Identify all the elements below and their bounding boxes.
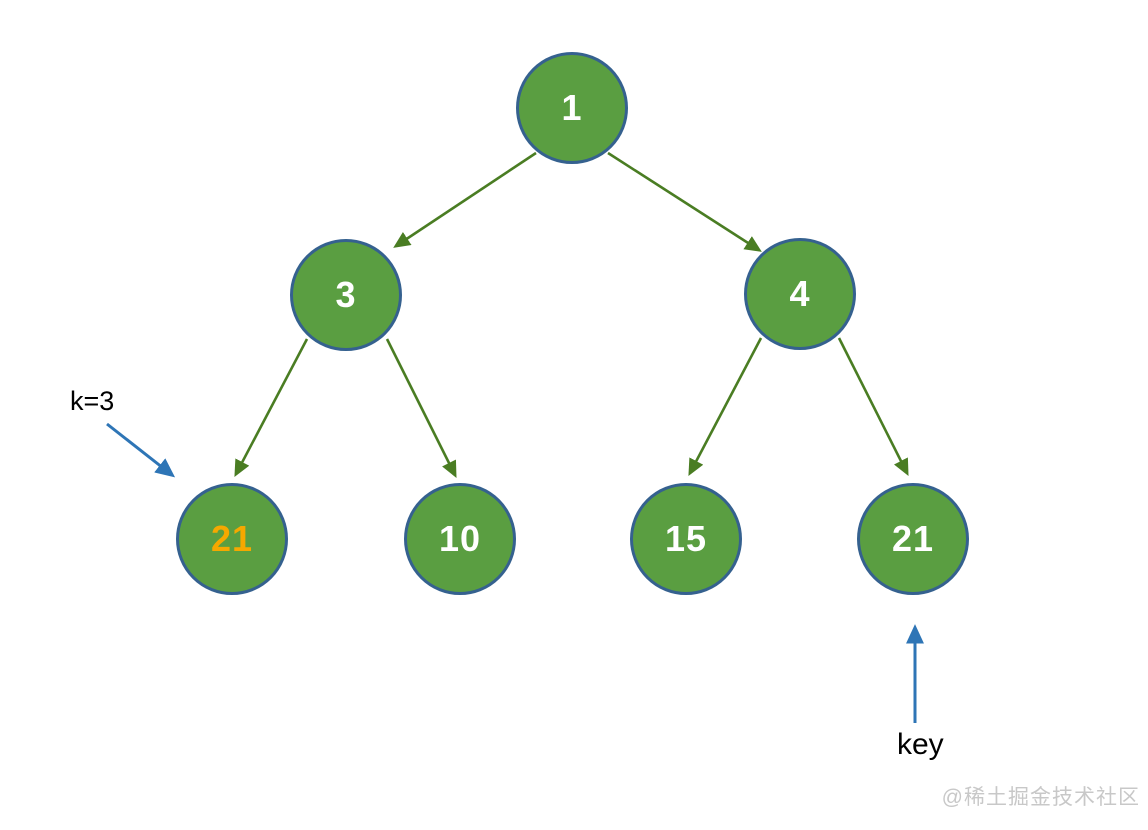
node-value: 15 xyxy=(664,518,708,559)
tree-node-right-right: 21 xyxy=(857,483,969,595)
tree-node-root: 1 xyxy=(516,52,628,164)
node-value: 1 xyxy=(561,87,583,128)
edge-root-to-left xyxy=(393,151,537,248)
watermark: @稀土掘金技术社区 xyxy=(941,786,1140,809)
node-value: 10 xyxy=(438,518,482,559)
k-annotation-arrow xyxy=(106,422,176,478)
node-value-highlighted: 21 xyxy=(210,518,254,559)
node-value: 4 xyxy=(789,273,811,314)
tree-node-right: 4 xyxy=(744,238,856,350)
tree-node-left-left: 21 xyxy=(176,483,288,595)
edge-root-to-right xyxy=(607,151,762,252)
k-annotation-label: k=3 xyxy=(70,386,115,416)
edge-left-to-left-left xyxy=(234,338,309,477)
tree-node-left: 3 xyxy=(290,239,402,351)
tree-node-right-left: 15 xyxy=(630,483,742,595)
edge-right-to-right-left xyxy=(688,337,763,476)
key-annotation-label: key xyxy=(897,728,944,761)
node-value: 21 xyxy=(891,518,935,559)
edge-left-to-left-right xyxy=(385,338,457,479)
edge-right-to-right-right xyxy=(837,337,909,477)
tree-node-left-right: 10 xyxy=(404,483,516,595)
node-value: 3 xyxy=(335,274,357,315)
